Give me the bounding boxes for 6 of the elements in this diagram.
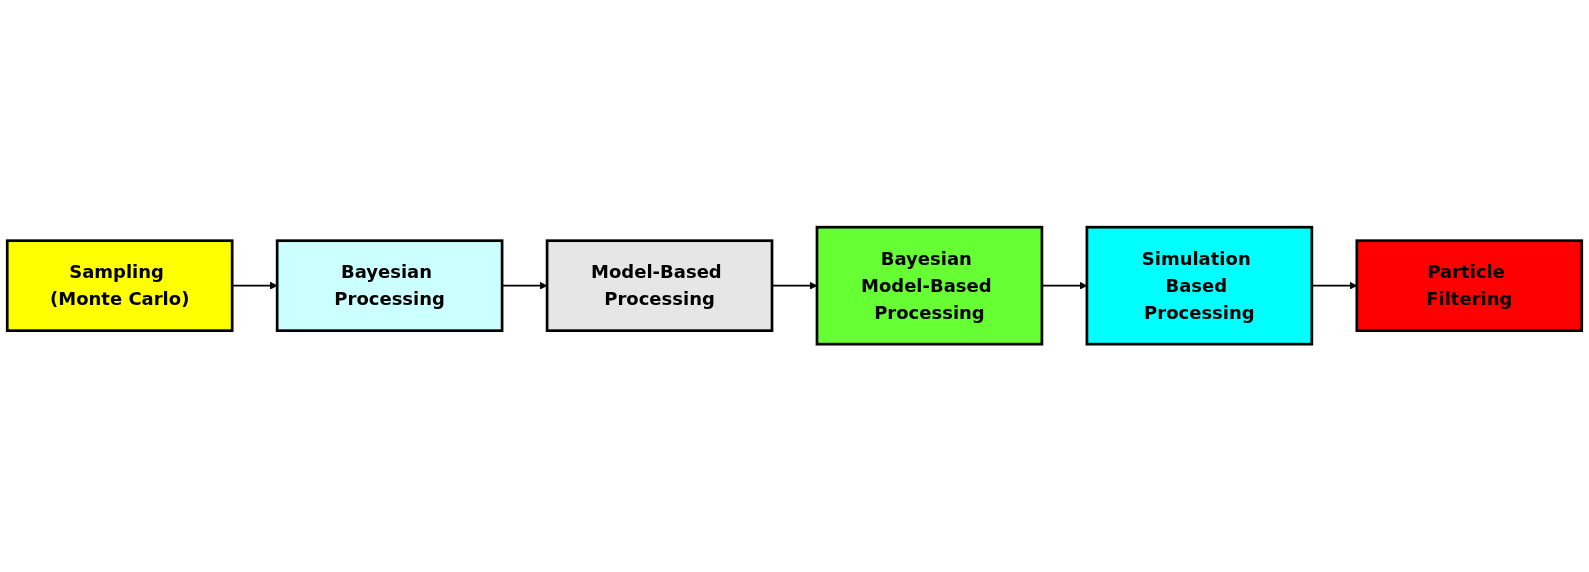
node-box: Simulation Based Processing	[1085, 226, 1314, 346]
node-box: Bayesian Processing	[275, 239, 504, 333]
node-box: Model-Based Processing	[545, 239, 774, 333]
node-box: Bayesian Model-Based Processing	[815, 226, 1044, 346]
node-box: Sampling (Monte Carlo)	[5, 239, 234, 333]
node-box: Particle Filtering	[1355, 239, 1584, 333]
